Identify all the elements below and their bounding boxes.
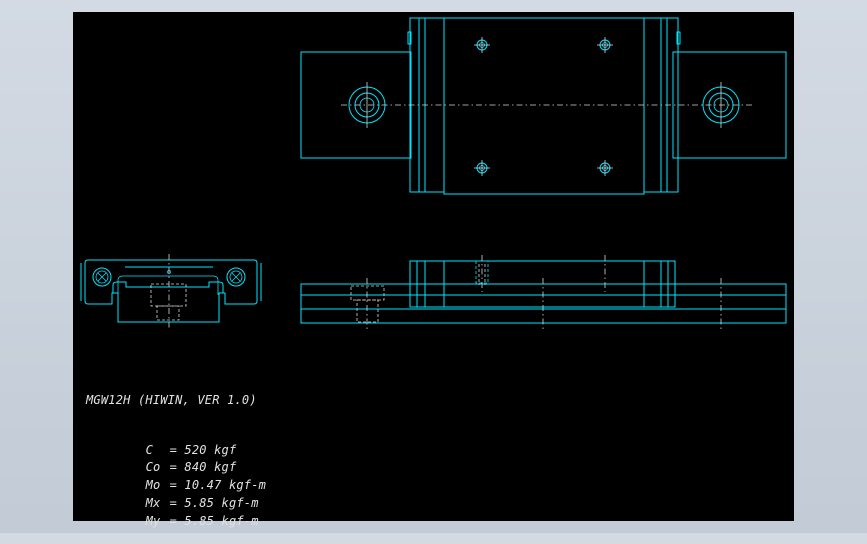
spec-name: Co — [145, 460, 161, 474]
mount-hole-br — [597, 160, 613, 176]
block-body-top — [443, 17, 645, 195]
spec-row-mx: Mx = 5.85 kgf-m — [101, 481, 259, 526]
screw-left — [92, 267, 112, 287]
end-view — [80, 254, 262, 330]
rail-profile-end — [112, 281, 224, 293]
mount-hole-tl — [474, 37, 490, 53]
drawing-viewport[interactable]: MGW12H (HIWIN, VER 1.0) C = 520 kgf Co = 8… — [73, 12, 794, 528]
spec-row-mo: Mo = 10.47 kgf-m — [101, 463, 266, 508]
mount-hole-bl — [474, 160, 490, 176]
spec-name: My — [145, 514, 161, 528]
block-outline-end — [84, 259, 258, 323]
screw-right — [226, 267, 246, 287]
model-title: MGW12H (HIWIN, VER 1.0) — [86, 393, 257, 407]
spec-value: = 10.47 kgf-m — [169, 478, 267, 492]
cad-drawing — [80, 17, 787, 330]
rail-right-top — [672, 51, 787, 159]
spec-value: = 840 kgf — [169, 460, 237, 474]
spec-name: C — [145, 443, 153, 457]
rail-side — [300, 283, 787, 324]
spec-row-c: C = 520 kgf — [101, 428, 237, 473]
spec-row-my: My = 5.85 kgf-m — [101, 499, 259, 544]
spec-row-co: Co = 840 kgf — [101, 445, 237, 490]
spec-name: Mx — [145, 496, 161, 510]
side-view — [300, 255, 787, 330]
spec-value: = 5.85 kgf-m — [169, 514, 259, 528]
spec-name: Mo — [145, 478, 161, 492]
spec-value: = 5.85 kgf-m — [169, 496, 259, 510]
spec-value: = 520 kgf — [169, 443, 237, 457]
top-view — [300, 17, 787, 195]
mount-hole-tr — [597, 37, 613, 53]
